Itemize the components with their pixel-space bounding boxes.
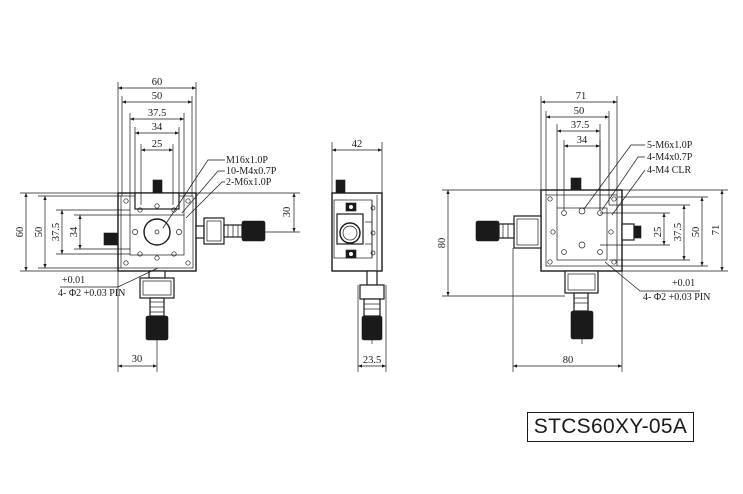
front-top-knob [152, 179, 163, 194]
front-dim-top-3: 34 [152, 122, 163, 133]
bottom-callout-2: 4-M4 CLR [647, 165, 692, 176]
bottom-view: 71 50 37.5 34 80 25 37.5 50 71 80 [437, 91, 728, 372]
front-callout-2: 2-M6x1.0P [226, 177, 272, 188]
bottom-right-knob [633, 225, 642, 239]
front-center-hole [143, 218, 171, 246]
bottom-left-micrometer-knob [475, 220, 500, 242]
front-bottom-micrometer-knob [145, 315, 169, 341]
front-view: 60 50 37.5 34 25 60 50 37.5 34 30 30 [15, 77, 300, 372]
model-number: STCS60XY-05A [527, 412, 694, 442]
front-dim-bottom: 30 [132, 354, 143, 365]
front-left-knob [103, 232, 119, 246]
bottom-dim-top-1: 50 [574, 106, 585, 117]
front-pin-tolerance: +0.01 [62, 275, 85, 286]
front-callout-0: M16x1.0P [226, 155, 268, 166]
side-top-knob [335, 179, 346, 194]
bottom-pin-tolerance: +0.01 [672, 278, 695, 289]
front-dim-left-0: 60 [15, 227, 26, 238]
bottom-pin-spec: 4- Φ2 +0.03 PIN [643, 292, 710, 303]
bottom-dim-bottom: 80 [563, 355, 574, 366]
side-view: 42 23.5 [331, 139, 387, 372]
bottom-dim-right-3: 71 [711, 225, 722, 236]
side-bottom-micrometer-knob [361, 315, 383, 341]
front-dim-top-0: 60 [152, 77, 163, 88]
bottom-dim-right-0: 25 [653, 227, 664, 238]
front-dim-right: 30 [282, 207, 293, 218]
front-callout-1: 10-M4x0.7P [226, 166, 277, 177]
bottom-callout-0: 5-M6x1.0P [647, 140, 693, 151]
front-dim-left-1: 50 [34, 227, 45, 238]
front-dim-left-3: 34 [69, 226, 80, 237]
bottom-dim-left: 80 [437, 238, 448, 249]
front-dim-top-2: 37.5 [148, 108, 166, 119]
bottom-callout-1: 4-M4x0.7P [647, 152, 693, 163]
bottom-dim-right-2: 50 [691, 227, 702, 238]
bottom-dim-top-0: 71 [576, 91, 587, 102]
front-dim-top-4: 25 [152, 139, 163, 150]
bottom-dim-right-1: 37.5 [673, 223, 684, 241]
bottom-top-knob [570, 177, 582, 191]
side-dim-top: 42 [352, 139, 363, 150]
front-dim-top-1: 50 [152, 91, 163, 102]
side-stage-body [331, 192, 383, 272]
front-pin-spec: 4- Φ2 +0.03 PIN [58, 288, 125, 299]
bottom-dim-top-2: 37.5 [571, 120, 589, 131]
front-dim-left-2: 37.5 [51, 223, 62, 241]
side-dim-bottom: 23.5 [363, 355, 381, 366]
bottom-bottom-micrometer-knob [570, 310, 594, 340]
bottom-dim-top-3: 34 [577, 135, 588, 146]
front-right-micrometer-knob [241, 220, 266, 242]
